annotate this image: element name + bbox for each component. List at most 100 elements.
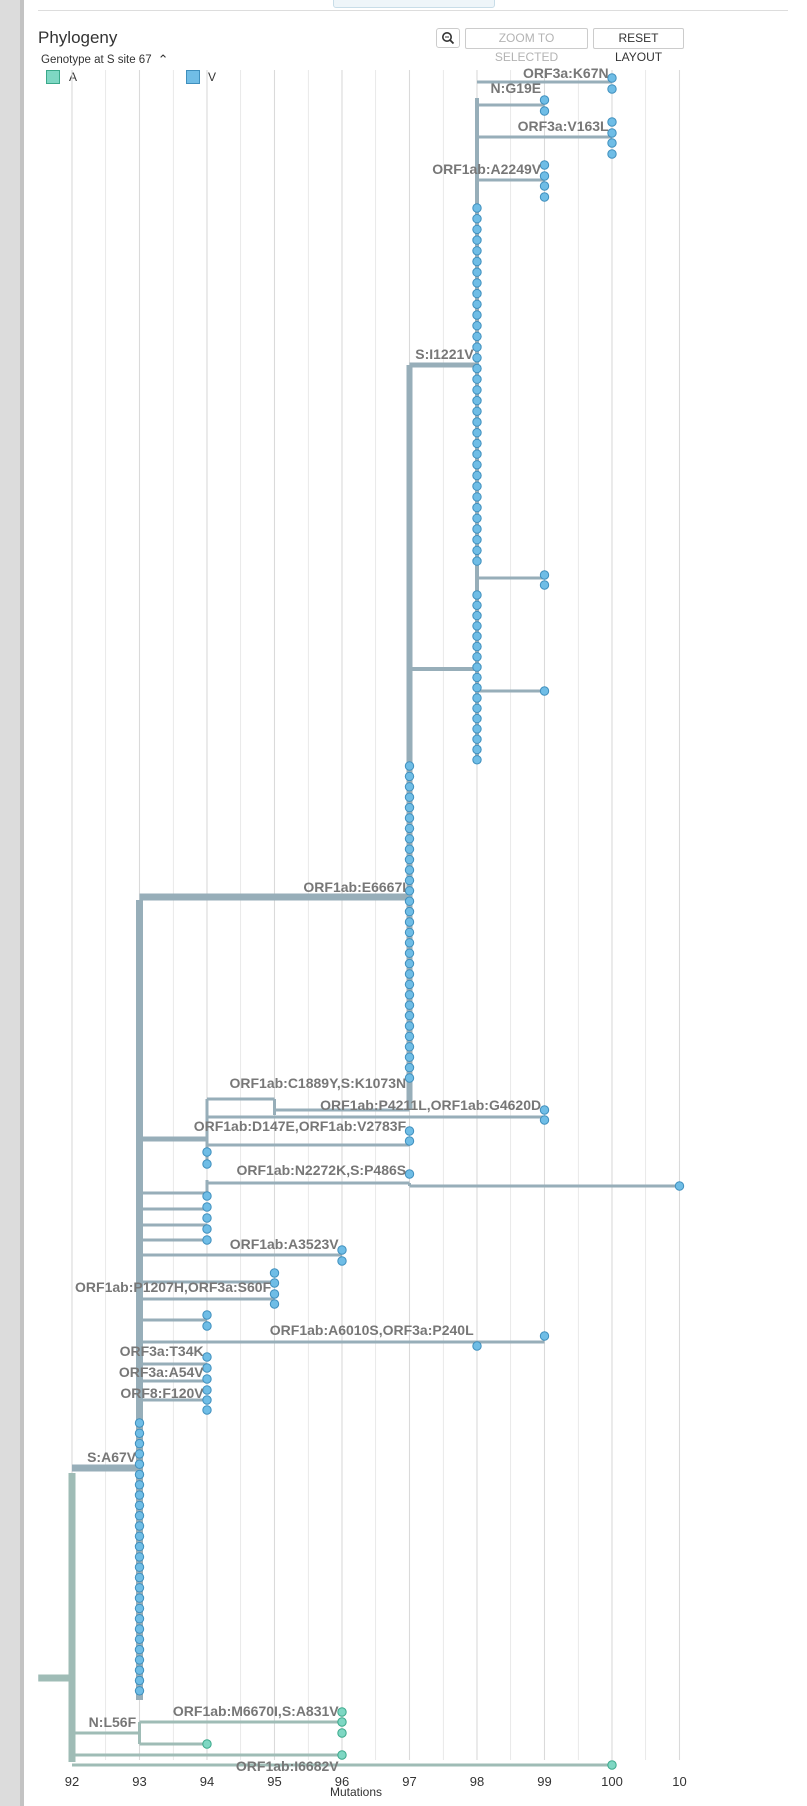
tip-node[interactable] [539,106,550,116]
tip-node[interactable] [134,1572,145,1583]
left-scrollbar[interactable] [0,0,24,1806]
branch-label[interactable]: ORF3a:A54V [119,1364,204,1380]
tip-node[interactable] [472,278,482,288]
tip-node[interactable] [472,246,482,256]
tip-node[interactable] [404,1031,415,1042]
tip-node[interactable] [404,761,415,771]
tip-node[interactable] [134,1644,145,1655]
tip-node[interactable] [539,160,550,170]
tip-node[interactable] [202,1310,212,1320]
tip-node[interactable] [337,1707,347,1717]
tip-node[interactable] [404,1136,415,1146]
tip-node[interactable] [472,703,482,713]
tip-node[interactable] [404,823,415,834]
tip-node[interactable] [404,896,415,906]
tip-node[interactable] [472,288,482,299]
tip-node[interactable] [202,1191,212,1201]
tip-node[interactable] [202,1352,212,1362]
branch-label[interactable]: ORF1ab:P1207H,ORF3a:S60F [75,1279,272,1295]
tip-node[interactable] [472,385,482,395]
tip-node[interactable] [404,865,415,875]
tip-node[interactable] [404,813,415,823]
tip-node[interactable] [607,128,617,138]
tip-node[interactable] [134,1614,145,1624]
tip-node[interactable] [134,1418,145,1428]
tip-node[interactable] [202,1235,212,1245]
tip-node[interactable] [134,1469,145,1480]
tip-node[interactable] [202,1213,212,1223]
tip-node[interactable] [472,395,482,406]
tip-node[interactable] [472,610,482,621]
tip-node[interactable] [134,1531,145,1542]
tip-node[interactable] [202,1202,212,1212]
tip-node[interactable] [472,428,482,438]
tip-node[interactable] [472,342,482,352]
tip-node[interactable] [134,1521,145,1531]
tip-node[interactable] [269,1278,280,1288]
tip-node[interactable] [472,438,482,449]
branch-label[interactable]: ORF1ab:A2249V [432,161,542,177]
tip-node[interactable] [404,938,415,948]
tip-node[interactable] [472,406,482,416]
tip-node[interactable] [472,734,482,744]
tip-node[interactable] [134,1562,145,1572]
tip-node[interactable] [539,570,550,580]
tip-node[interactable] [337,1750,347,1760]
tip-node[interactable] [134,1593,145,1603]
tip-node[interactable] [539,192,550,202]
tip-node[interactable] [472,621,482,631]
tip-node[interactable] [404,854,415,865]
tip-node[interactable] [202,1321,212,1331]
tip-node[interactable] [472,267,482,277]
branch-label[interactable]: ORF3a:K67N [523,65,609,81]
tip-node[interactable] [269,1268,280,1278]
tip-node[interactable] [269,1299,280,1309]
tip-node[interactable] [134,1500,145,1511]
tip-node[interactable] [404,969,415,979]
tip-node[interactable] [472,513,482,523]
tip-node[interactable] [539,686,550,696]
tip-node[interactable] [472,662,482,672]
tip-node[interactable] [607,73,617,83]
tip-node[interactable] [134,1511,145,1521]
tip-node[interactable] [202,1374,212,1384]
branch-label[interactable]: ORF1ab:M6670I,S:A831V [173,1703,339,1719]
tip-node[interactable] [134,1428,145,1439]
color-by-dropdown[interactable]: Genotype at S site 67⌃ [41,52,169,68]
tip-node[interactable] [472,214,482,224]
tip-node[interactable] [472,556,482,566]
tip-node[interactable] [472,331,482,342]
branch-label[interactable]: ORF3a:V163L [518,118,609,134]
tip-node[interactable] [472,1341,482,1351]
tip-node[interactable] [134,1552,145,1562]
tip-node[interactable] [134,1665,145,1675]
tip-node[interactable] [404,782,415,792]
tip-node[interactable] [404,1021,415,1031]
tip-node[interactable] [674,1181,685,1191]
tip-node[interactable] [134,1655,145,1665]
tip-node[interactable] [472,224,482,235]
tip-node[interactable] [404,979,415,990]
tip-node[interactable] [607,149,617,159]
tip-node[interactable] [472,310,482,320]
tip-node[interactable] [404,1000,415,1010]
tip-node[interactable] [472,652,482,662]
tip-node[interactable] [134,1634,145,1645]
tip-node[interactable] [472,631,482,641]
tip-node[interactable] [472,600,482,610]
tip-node[interactable] [202,1159,212,1169]
tip-node[interactable] [404,1042,415,1052]
tip-node[interactable] [269,1289,280,1299]
tip-node[interactable] [202,1363,212,1373]
tip-node[interactable] [404,1169,415,1179]
branch-label[interactable]: ORF3a:T34K [120,1343,204,1359]
tip-node[interactable] [472,502,482,513]
tip-node[interactable] [134,1480,145,1490]
tip-node[interactable] [539,181,550,191]
tip-node[interactable] [539,1105,550,1115]
tip-node[interactable] [134,1583,145,1593]
tip-node[interactable] [472,235,482,245]
tip-node[interactable] [404,834,415,844]
tip-node[interactable] [134,1624,145,1634]
